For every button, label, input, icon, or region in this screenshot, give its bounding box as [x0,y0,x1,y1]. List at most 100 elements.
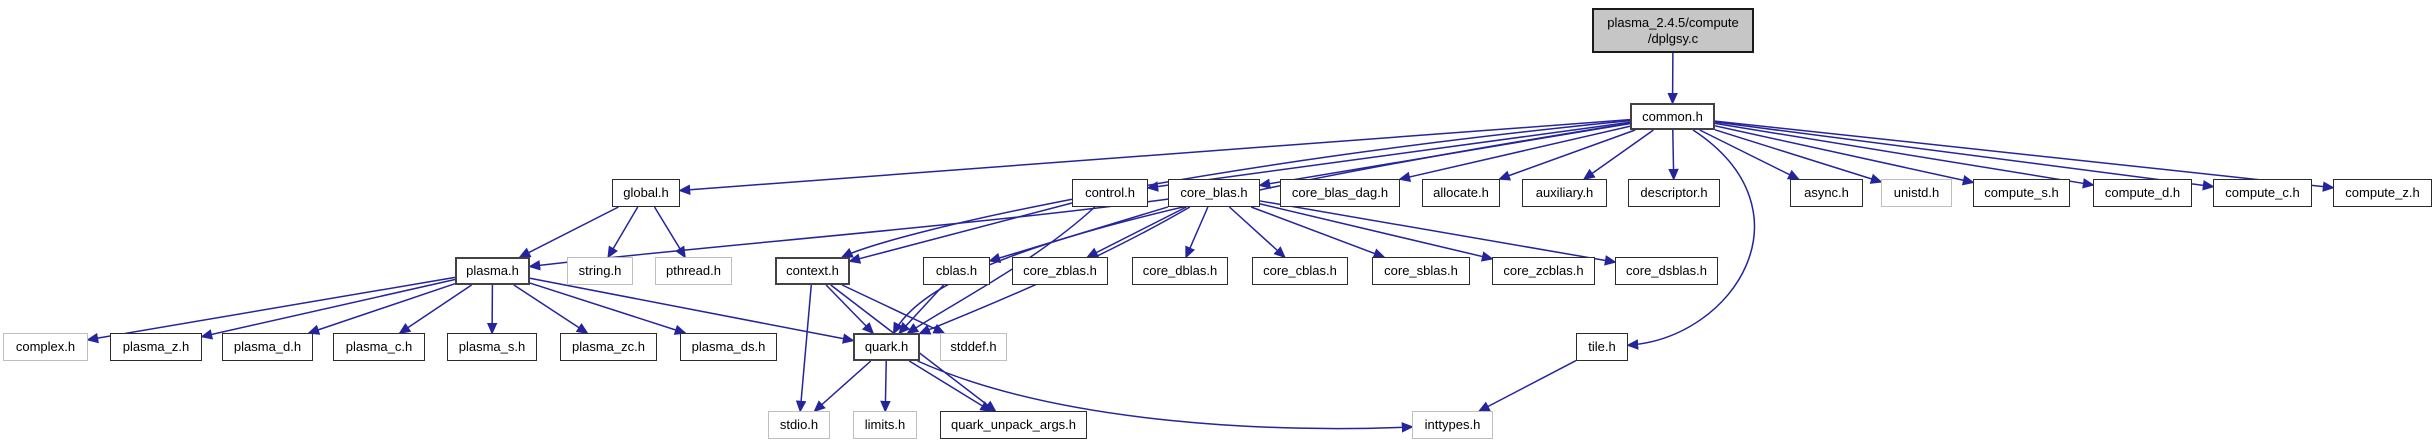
node-label: compute_d.h [2104,185,2181,201]
node-label: async.h [1804,185,1849,201]
node-dplgsy[interactable]: plasma_2.4.5/compute/dplgsy.c [1592,8,1754,53]
node-global[interactable]: global.h [612,179,680,207]
node-label: plasma.h [466,263,519,279]
edge-common-to-quark [892,122,1631,335]
node-compute_d[interactable]: compute_d.h [2093,179,2192,207]
edge-plasma-to-plasma_c [398,284,473,335]
node-allocate[interactable]: allocate.h [1422,179,1500,207]
node-quark_unpack_args[interactable]: quark_unpack_args.h [940,411,1087,439]
node-string[interactable]: string.h [567,257,633,285]
node-label: plasma_s.h [458,339,526,355]
node-label: core_zcblas.h [1503,263,1584,279]
node-label: plasma_z.h [122,339,190,355]
node-plasma_s[interactable]: plasma_s.h [447,333,537,361]
edge-context-to-stddef [841,284,946,334]
node-inttypes[interactable]: inttypes.h [1412,411,1493,439]
node-label: quark_unpack_args.h [950,417,1077,433]
node-limits[interactable]: limits.h [853,411,917,439]
node-unistd[interactable]: unistd.h [1881,179,1952,207]
node-complex[interactable]: complex.h [3,333,88,361]
node-stdio[interactable]: stdio.h [768,411,830,439]
node-label: descriptor.h [1640,185,1708,201]
node-label: complex.h [15,339,76,355]
edge-control-to-quark [906,206,1096,334]
node-label: auxiliary.h [1535,185,1594,201]
edge-quark-to-quark_unpack_args [908,360,993,412]
node-label: core_sblas.h [1384,263,1458,279]
node-core_dblas[interactable]: core_dblas.h [1132,257,1228,285]
node-label: common.h [1642,108,1703,124]
node-core_zcblas[interactable]: core_zcblas.h [1492,257,1595,285]
edge-core_blas-to-cblas [988,206,1169,263]
edge-quark-to-stdio [813,360,872,413]
node-label: global.h [623,185,669,201]
node-plasma_z[interactable]: plasma_z.h [110,333,202,361]
node-stddef[interactable]: stddef.h [940,333,1007,361]
node-label: unistd.h [1893,185,1940,201]
edge-quark-to-limits [880,360,891,413]
node-label: cblas.h [935,263,978,279]
node-label: control.h [1085,185,1135,201]
node-label: core_zblas.h [1023,263,1097,279]
node-label: pthread.h [666,263,721,279]
node-pthread[interactable]: pthread.h [655,257,732,285]
node-label: stddef.h [950,339,997,355]
node-label: core_dblas.h [1142,263,1218,279]
node-plasma[interactable]: plasma.h [455,257,530,285]
node-plasma_ds[interactable]: plasma_ds.h [680,333,777,361]
edge-global-to-plasma [518,206,619,258]
node-context[interactable]: context.h [775,257,850,285]
node-core_dsblas[interactable]: core_dsblas.h [1615,257,1718,285]
node-plasma_zc[interactable]: plasma_zc.h [560,333,657,361]
edge-core_blas-to-core_zcblas [1259,203,1494,262]
edge-plasma-to-quark [529,277,855,344]
node-core_sblas[interactable]: core_sblas.h [1372,257,1470,285]
edge-plasma-to-plasma_ds [529,282,687,335]
edge-quark-to-inttypes [917,360,1414,433]
node-label: context.h [786,263,839,279]
node-common[interactable]: common.h [1630,103,1715,130]
node-plasma_d[interactable]: plasma_d.h [222,333,313,361]
node-label: plasma_ds.h [691,339,766,355]
node-label: core_dsblas.h [1626,263,1707,279]
edge-plasma-to-complex [86,276,456,344]
edge-cblas-to-quark [898,284,945,335]
node-label-line: plasma_2.4.5/compute [1607,14,1739,30]
node-label-line: /dplgsy.c [1647,30,1699,46]
node-plasma_c[interactable]: plasma_c.h [333,333,425,361]
node-label: limits.h [864,417,906,433]
node-core_cblas[interactable]: core_cblas.h [1252,257,1348,285]
edge-common-to-control [1146,121,1631,192]
edge-core_blas-to-core_dsblas [1259,200,1617,266]
node-label: string.h [578,263,622,279]
edge-core_blas-to-core_zblas [1086,206,1187,258]
node-tile[interactable]: tile.h [1576,333,1628,361]
edge-control-to-context [848,202,1073,264]
edge-tile-to-inttypes [1477,359,1577,412]
edge-common-to-auxiliary [1582,129,1654,181]
node-core_blas[interactable]: core_blas.h [1168,179,1260,207]
node-core_blas_dag[interactable]: core_blas_dag.h [1280,179,1400,207]
edge-plasma-to-plasma_z [200,278,456,340]
node-compute_c[interactable]: compute_c.h [2213,179,2312,207]
node-label: inttypes.h [1424,417,1481,433]
node-cblas[interactable]: cblas.h [923,257,990,285]
node-control[interactable]: control.h [1072,179,1148,207]
node-label: core_blas_dag.h [1291,185,1389,201]
edge-plasma-to-plasma_zc [513,284,589,334]
node-compute_s[interactable]: compute_s.h [1973,179,2070,207]
edge-context-to-quark [825,284,875,335]
edge-common-to-compute_z [1714,120,2335,192]
node-quark[interactable]: quark.h [853,333,920,361]
node-compute_z[interactable]: compute_z.h [2333,179,2432,207]
node-async[interactable]: async.h [1790,179,1863,207]
node-core_zblas[interactable]: core_zblas.h [1012,257,1108,285]
node-label: stdio.h [779,417,819,433]
node-label: core_cblas.h [1263,263,1337,279]
edge-common-to-allocate [1498,129,1636,181]
node-auxiliary[interactable]: auxiliary.h [1522,179,1607,207]
edge-common-to-compute_s [1714,125,1975,186]
node-label: allocate.h [1433,185,1489,201]
node-descriptor[interactable]: descriptor.h [1628,179,1720,207]
